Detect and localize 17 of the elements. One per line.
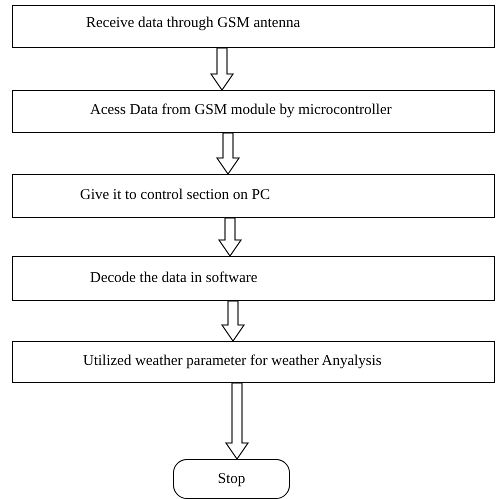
step-text: Utilized weather parameter for weather Anyalysis: [83, 353, 382, 370]
terminator: [173, 459, 290, 499]
step-text: Give it to control section on PC: [80, 187, 270, 204]
block-arrow: [224, 382, 250, 460]
block-arrow: [210, 47, 234, 91]
process-box: [12, 174, 495, 218]
step-text: Stop: [216, 471, 246, 488]
process-box: [12, 5, 495, 48]
step-text: Receive data through GSM antenna: [86, 15, 300, 32]
process-box: [12, 90, 495, 133]
block-arrow: [220, 300, 246, 342]
block-arrow: [216, 132, 240, 175]
block-arrow: [218, 217, 242, 257]
process-box: [12, 341, 495, 383]
process-box: [12, 256, 495, 301]
step-text: Decode the data in software: [90, 270, 258, 287]
step-text: Acess Data from GSM module by microcontroller: [90, 102, 392, 119]
